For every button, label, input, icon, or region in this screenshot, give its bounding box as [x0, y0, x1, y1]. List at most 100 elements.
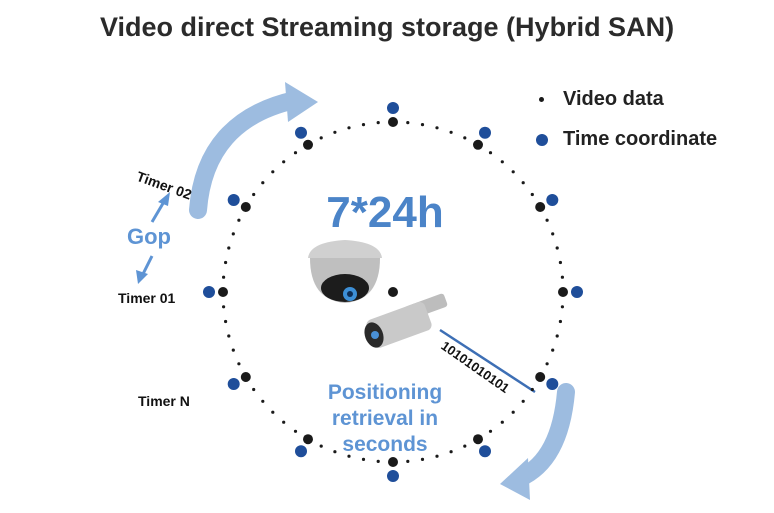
ring-dot [449, 450, 453, 454]
video-data-dot [303, 139, 313, 150]
timer-01-label: Timer 01 [118, 290, 176, 306]
ring-dot [347, 454, 351, 458]
ring-dot [252, 192, 256, 197]
time-coordinate-dot [479, 445, 491, 458]
ring-dot [231, 348, 235, 352]
ring-dot [488, 151, 493, 155]
time-coordinate-dot [227, 194, 240, 206]
time-coordinate-dot [227, 378, 240, 390]
ring-dot [333, 450, 337, 454]
ring-dot [224, 319, 228, 324]
ring-dot [406, 459, 410, 463]
ring-dot [551, 232, 555, 236]
ring-dot [521, 181, 525, 185]
time-coordinate-dot [387, 102, 399, 114]
ring-dot [231, 232, 235, 236]
ring-dot [376, 459, 380, 463]
page-title: Video direct Streaming storage (Hybrid S… [99, 12, 675, 42]
duration-text: 7*24h [326, 188, 444, 237]
ring-dot [555, 246, 559, 250]
ring-dot [406, 121, 410, 125]
legend-time-coordinate-label: Time coordinate [563, 128, 718, 150]
ring-dot [558, 319, 563, 324]
ring-dot [222, 275, 226, 279]
time-coordinate-dot [571, 286, 583, 298]
time-coordinate-dot [546, 378, 559, 390]
ring-dot [361, 123, 366, 127]
ring-dot [237, 362, 241, 366]
time-coordinate-dot [479, 126, 491, 139]
retrieval-line-3: seconds [342, 433, 428, 456]
ring-dot [293, 151, 298, 155]
time-coordinate-dot [546, 194, 559, 206]
video-data-dot [388, 287, 398, 297]
ring-dot [293, 429, 298, 433]
video-data-dot [240, 202, 251, 212]
time-dot-icon [536, 133, 548, 146]
video-data-dot [240, 372, 251, 382]
gop-label: Gop [127, 224, 171, 249]
ring-dot [282, 420, 286, 424]
ring-dot [435, 126, 439, 130]
ring-dot [558, 260, 563, 265]
ring-dot [435, 454, 439, 458]
time-coordinate-dot [295, 445, 307, 458]
ring-dot [530, 192, 534, 197]
video-data-dot [473, 434, 483, 445]
video-dot-icon [539, 97, 544, 103]
ring-dot [521, 399, 525, 403]
ring-dot [282, 160, 286, 164]
time-coordinate-dot [295, 126, 307, 139]
ring-dot [271, 410, 275, 414]
ring-dot [545, 218, 549, 222]
ring-dot [560, 305, 565, 309]
ring-dot [449, 130, 453, 134]
ring-dot [560, 275, 565, 279]
ring-dot [222, 305, 226, 309]
ring-dot [261, 181, 265, 185]
ring-dot [555, 334, 559, 338]
gop-arrow-up-head [158, 192, 170, 206]
ring-dot [376, 121, 380, 125]
ring-dot [271, 170, 275, 174]
ring-dot [227, 246, 231, 250]
ring-dot [319, 444, 323, 448]
ring-dot [500, 160, 504, 164]
timeline-ring [203, 102, 583, 482]
ring-dot [530, 387, 534, 392]
video-data-dot [558, 287, 568, 297]
ring-dot [319, 136, 323, 140]
data-line [439, 328, 536, 394]
curved-arrow-bottom-head [500, 458, 530, 500]
curved-arrow-top [189, 91, 304, 219]
curved-arrow-top-head [285, 82, 318, 122]
legend-video-data: Video data [536, 88, 664, 111]
ring-dot [511, 410, 515, 414]
ring-dot [463, 444, 467, 448]
ring-dot [420, 457, 425, 461]
video-data-dot [218, 287, 228, 297]
retrieval-line-2: retrieval in [331, 407, 439, 430]
ring-dot [545, 362, 549, 366]
video-data-dot [535, 202, 546, 212]
time-coordinate-dot [387, 470, 399, 482]
video-data-dot [303, 434, 313, 445]
ring-dot [224, 260, 228, 265]
legend-time-coordinate: Time coordinate [536, 128, 717, 151]
video-data-dot [535, 372, 546, 382]
video-data-dot [388, 117, 398, 127]
ring-dot [551, 348, 555, 352]
video-data-dot [388, 457, 398, 467]
gop-arrow-down-head [136, 270, 148, 284]
ring-dot [361, 457, 366, 461]
ring-dot [463, 136, 467, 140]
timer-n-label: Timer N [138, 393, 190, 409]
ring-dot [347, 126, 351, 130]
time-coordinate-dot [203, 286, 215, 298]
ring-dot [511, 170, 515, 174]
bullet-camera-icon [364, 293, 448, 349]
retrieval-text: Positioning retrieval in seconds [300, 380, 470, 458]
ring-dot [252, 387, 256, 392]
